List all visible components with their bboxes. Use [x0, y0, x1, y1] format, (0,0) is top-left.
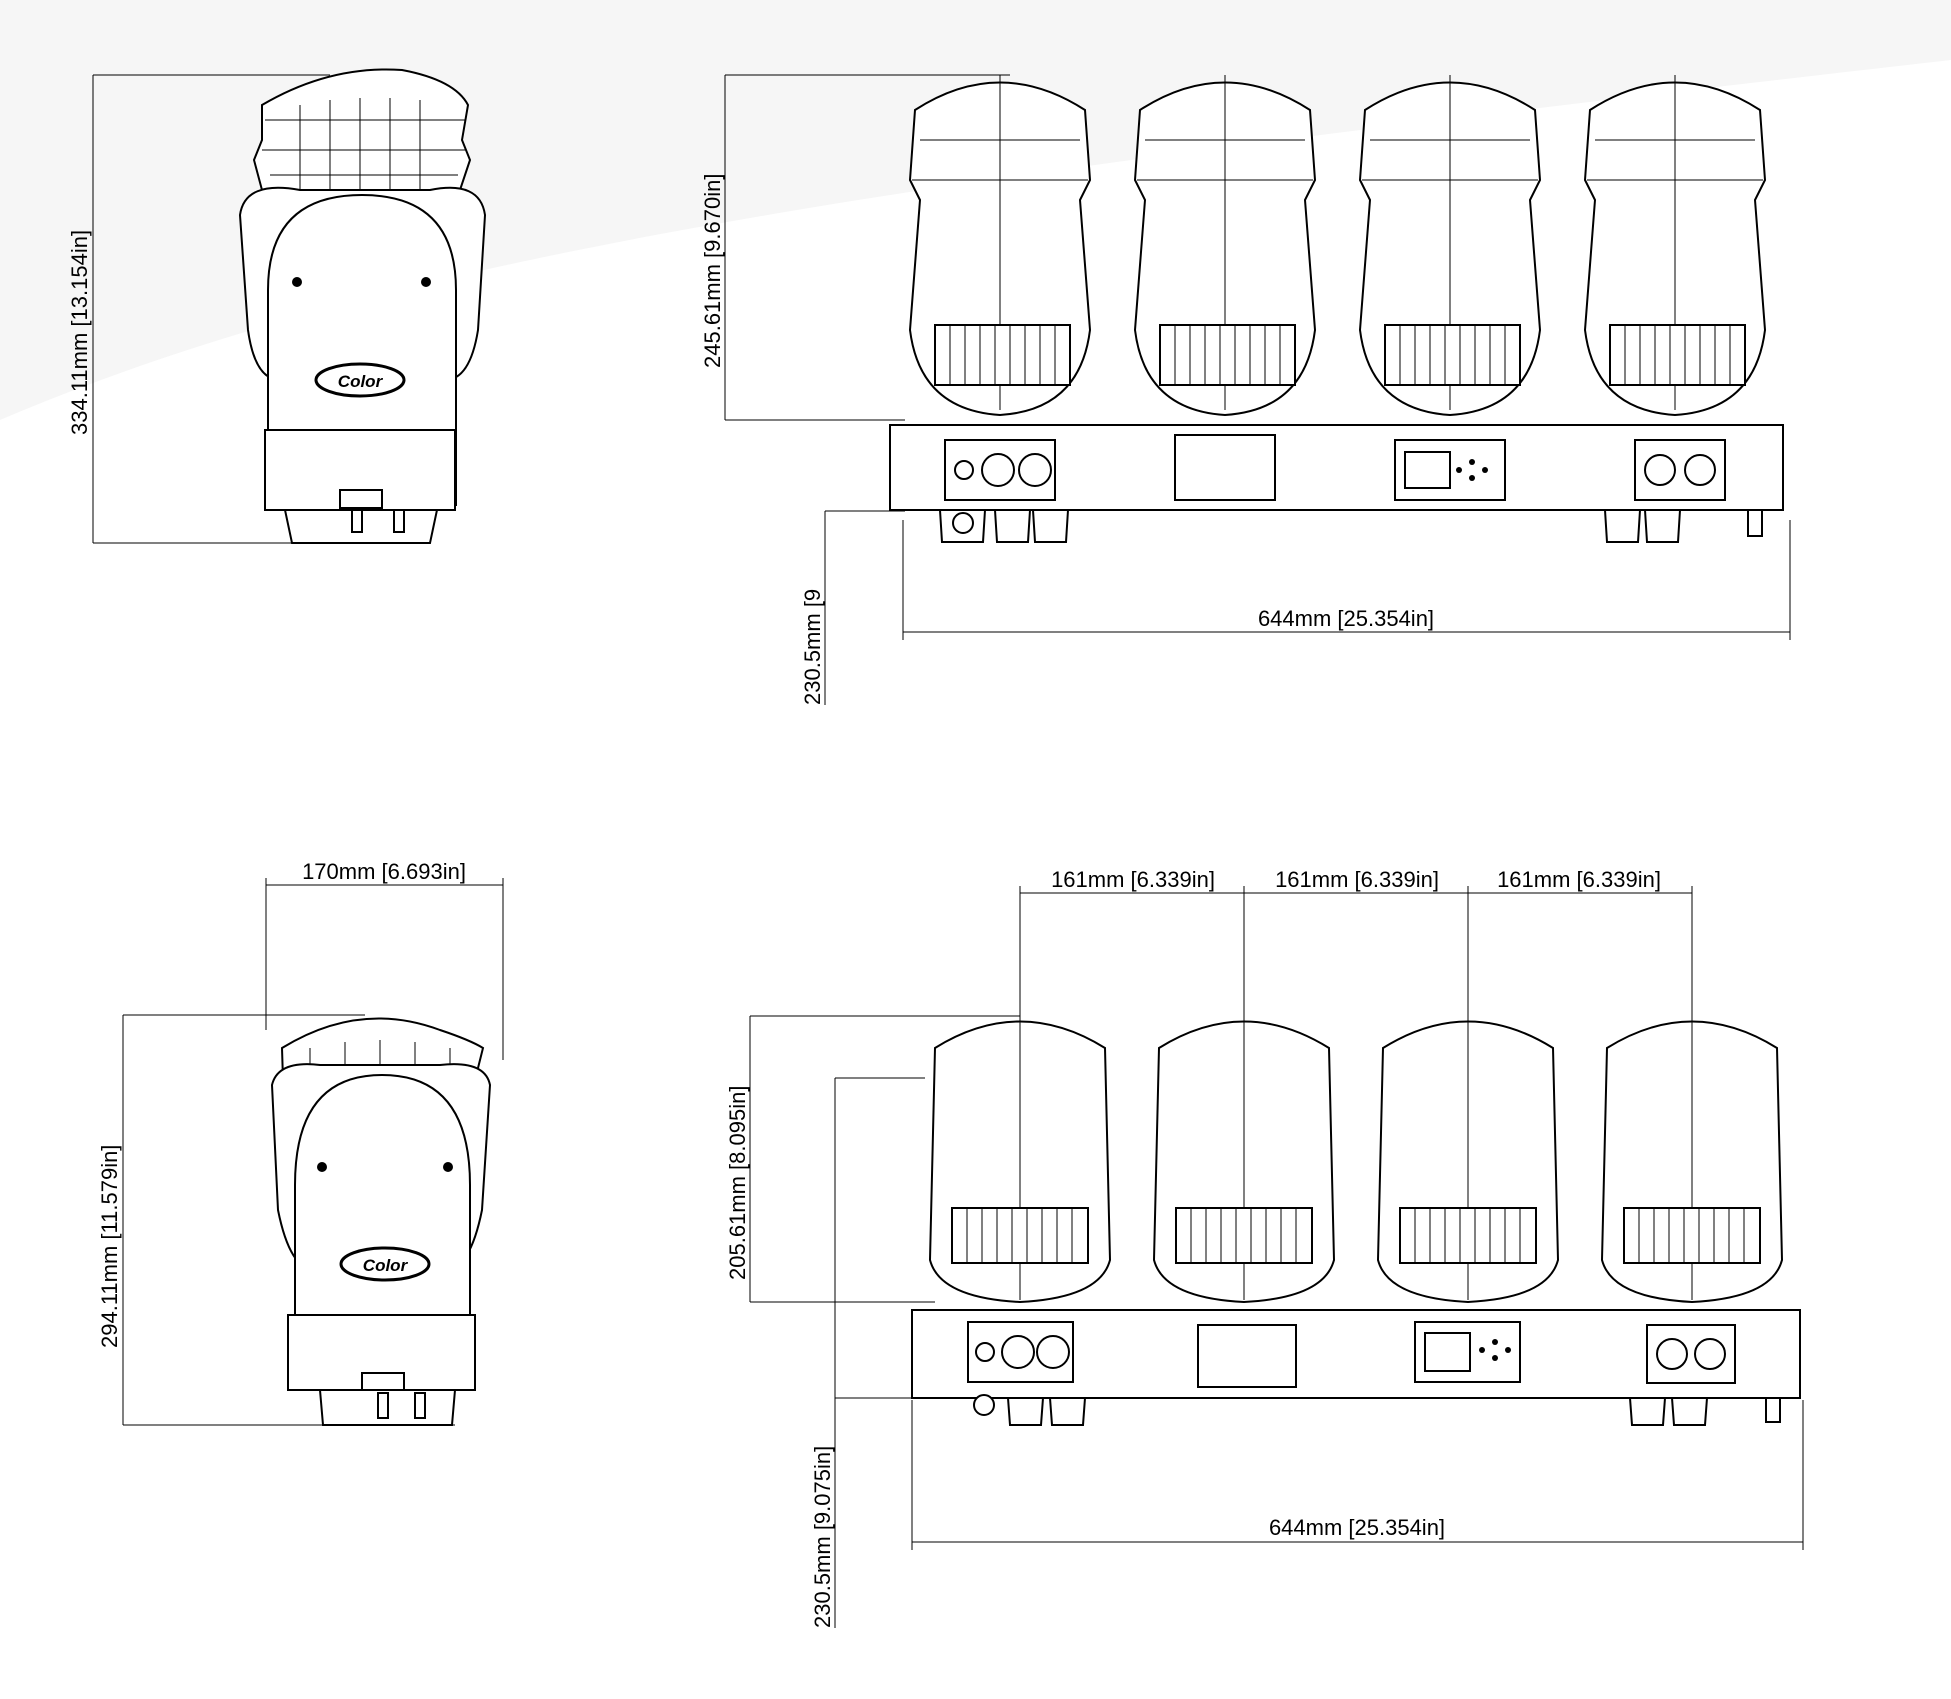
front-view-tilted: 334.11mm [13.154in] Color: [67, 68, 487, 544]
dim-label-array-width-bottom: 644mm [25.354in]: [1269, 1515, 1445, 1540]
base: [264, 429, 456, 511]
screw: [292, 277, 302, 287]
display-window: [1197, 1324, 1297, 1388]
fixture-3: [1376, 1016, 1560, 1383]
base-handle: [339, 489, 383, 509]
base-handle: [361, 1372, 405, 1392]
fixture-1: [928, 1016, 1112, 1383]
fixture-1: [908, 75, 1092, 501]
dim-label-base-height-cut: 230.5mm [9: [800, 589, 825, 705]
logo-text: Color: [363, 1256, 409, 1275]
connector: [414, 1392, 426, 1419]
connector: [377, 1392, 389, 1419]
rail-clamp: [952, 512, 974, 534]
fixture-3: [1358, 75, 1542, 501]
dim-label-spacing-1: 161mm [6.339in]: [1051, 867, 1215, 892]
lcd-screen: [1404, 451, 1451, 489]
dim-label-array-height: 205.61mm [8.095in]: [725, 1086, 750, 1280]
rail-feet-right: [1628, 1397, 1709, 1426]
head-fins: [262, 119, 466, 176]
fixture-2: [1133, 75, 1317, 501]
dim-label-side-width: 170mm [6.693in]: [302, 859, 466, 884]
array-view: 161mm [6.339in] 161mm [6.339in] 161mm [6…: [725, 867, 1804, 1628]
dim-label-spacing-3: 161mm [6.339in]: [1497, 867, 1661, 892]
dim-label-array-tilted-height: 245.61mm [9.670in]: [700, 174, 725, 368]
front-view: 170mm [6.693in] 294.11mm [11.579in] Colo…: [97, 859, 504, 1426]
logo-text: Color: [338, 372, 384, 391]
rail-pin: [1765, 1397, 1781, 1423]
logo-badge: [314, 362, 406, 398]
connector: [393, 509, 405, 533]
lcd-screen: [1424, 1332, 1471, 1372]
yoke-cover: [267, 193, 457, 506]
fixture-4: [1583, 75, 1767, 501]
display-window: [1174, 434, 1276, 501]
dim-label-base-height: 230.5mm [9.075in]: [810, 1446, 835, 1628]
fixture-4: [1600, 1016, 1784, 1384]
dim-label-array-width-top: 644mm [25.354in]: [1258, 606, 1434, 631]
rail-pin: [1747, 509, 1763, 537]
rail-clamp: [973, 1394, 995, 1416]
base: [287, 1314, 476, 1391]
fixture-2: [1152, 1016, 1336, 1388]
dim-label-front-height: 294.11mm [11.579in]: [97, 1145, 122, 1348]
yoke-cover: [294, 1073, 471, 1386]
array-view-tilted: 245.61mm [9.670in] 230.5mm [9 644mm [25.…: [700, 74, 1791, 705]
screw: [443, 1162, 453, 1172]
head-ribs: [299, 98, 421, 190]
dim-label-front-tilted-height: 334.11mm [13.154in]: [67, 230, 92, 435]
screw: [421, 277, 431, 287]
rail-feet-left: [1006, 1397, 1087, 1426]
rail-feet-right: [1603, 509, 1682, 543]
dim-label-spacing-2: 161mm [6.339in]: [1275, 867, 1439, 892]
logo-badge: [339, 1246, 431, 1282]
connector: [351, 509, 363, 533]
screw: [317, 1162, 327, 1172]
